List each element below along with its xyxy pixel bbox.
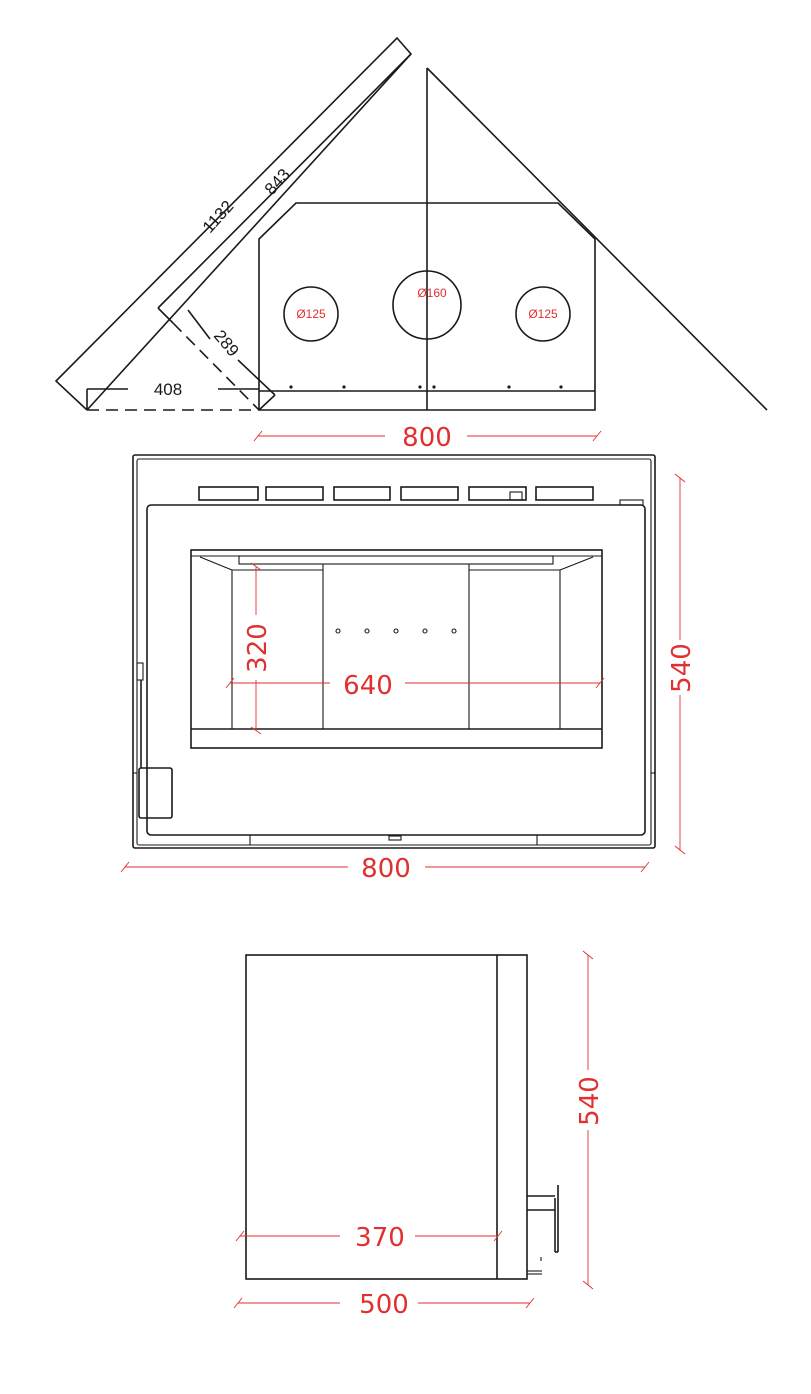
flue-left-circle bbox=[283, 286, 339, 342]
side-body bbox=[245, 954, 528, 1280]
corner-width-dim: 800 bbox=[402, 423, 452, 453]
flue-center-label: Ø160 bbox=[417, 286, 447, 300]
top-vents bbox=[198, 486, 594, 501]
firebox-opening bbox=[190, 549, 603, 749]
depth-dim-line bbox=[187, 309, 211, 340]
corner-installation-view: 289 Ø125 Ø160 Ø125 1132 843 408 800 bbox=[54, 36, 768, 453]
flue-left-label: Ø125 bbox=[296, 307, 326, 321]
flue-right-circle bbox=[515, 286, 571, 342]
opening-height-dim: 320 bbox=[243, 623, 273, 673]
fixing-dots bbox=[289, 385, 563, 389]
outer-wall-band bbox=[54, 36, 413, 411]
flue-right-label: Ø125 bbox=[528, 307, 558, 321]
side-depth-dim: 500 bbox=[359, 1290, 409, 1320]
front-width-dim: 800 bbox=[361, 854, 411, 884]
door-hinge bbox=[136, 662, 144, 681]
depth-dim-label: 289 bbox=[210, 326, 243, 360]
right-wall bbox=[426, 67, 768, 411]
offset-dim-label: 408 bbox=[154, 380, 182, 399]
inner-depth-dim: 370 bbox=[355, 1223, 405, 1253]
front-view: 320 640 540 800 bbox=[120, 454, 697, 884]
opening-width-dim: 640 bbox=[343, 671, 393, 701]
flue-center-circle bbox=[392, 270, 462, 340]
front-height-dim: 540 bbox=[667, 643, 697, 693]
side-height-dim: 540 bbox=[575, 1076, 605, 1126]
door-panel bbox=[146, 504, 646, 836]
air-holes bbox=[335, 628, 457, 634]
stove-outline-top bbox=[258, 202, 596, 411]
inner-wall-band bbox=[157, 53, 412, 309]
door-handle bbox=[138, 767, 173, 819]
side-view: 540 370 500 bbox=[233, 950, 605, 1320]
